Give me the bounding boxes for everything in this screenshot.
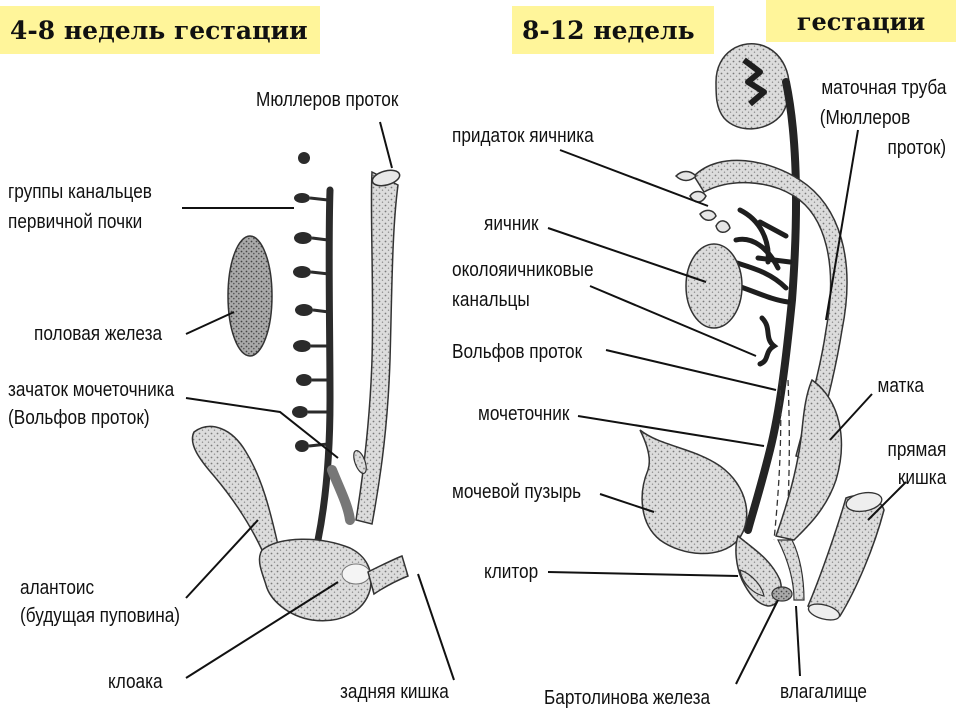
left-gonad	[227, 235, 273, 357]
label-fallopian-tube-line3: проток)	[887, 137, 946, 159]
right-urogenital-sinus	[735, 534, 782, 607]
left-cloaca-membrane	[341, 563, 371, 585]
label-uterus: матка	[877, 375, 924, 397]
label-allantois-line2: (будущая пуповина)	[20, 605, 181, 627]
label-vagina: влагалище	[780, 681, 867, 703]
label-fallopian-tube-line1: маточная труба	[820, 77, 946, 99]
label-allantois-line1: алантоис	[20, 577, 95, 599]
left-cloaca	[258, 538, 372, 622]
label-cloaca: клоака	[108, 671, 163, 693]
right-rectum	[806, 494, 885, 617]
right-paroophoron	[757, 315, 779, 367]
label-paroophoron-line2: канальцы	[452, 289, 530, 311]
label-gonad: половая железа	[34, 323, 163, 345]
right-bartholin-gland	[771, 586, 793, 602]
label-fallopian-tube-line2: (Мюллеров	[819, 107, 910, 129]
label-ureter-bud-line2: (Вольфов проток)	[8, 407, 150, 429]
label-ovary: яичник	[484, 213, 539, 235]
label-epoophoron: придаток яичника	[452, 125, 594, 147]
label-rectum-line2: кишка	[897, 467, 946, 489]
label-tubule-groups-line2: первичной почки	[8, 211, 143, 233]
left-hindgut	[367, 554, 409, 596]
left-allantois	[191, 425, 279, 551]
right-clitoris	[739, 569, 765, 597]
label-bartholin-gland: Бартолинова железа	[544, 687, 711, 709]
right-embryo-structures	[639, 43, 885, 621]
left-embryo-structures	[191, 152, 409, 622]
right-bladder	[639, 429, 748, 555]
right-ureter	[744, 78, 800, 534]
left-wolffian-duct	[314, 186, 334, 544]
left-muller-duct-opening	[371, 169, 401, 187]
label-hindgut: задняя кишка	[340, 681, 449, 703]
left-tubule-connectors	[308, 196, 330, 448]
label-clitoris: клитор	[484, 561, 539, 583]
label-muller-duct: Мюллеров проток	[256, 89, 399, 111]
right-vagina	[777, 539, 805, 601]
banner-gestation: гестации	[766, 0, 956, 42]
right-leader-lines	[547, 129, 907, 685]
label-rectum-line1: прямая	[887, 439, 946, 461]
label-ureter-bud-line1: зачаток мочеточника	[8, 379, 175, 401]
left-muller-duct	[355, 170, 399, 525]
left-leader-lines	[182, 121, 455, 681]
right-epoophoron	[731, 207, 793, 305]
label-wolffian-duct: Вольфов проток	[452, 341, 583, 363]
banner-4-8-weeks: 4-8 недель гестации	[0, 6, 320, 54]
left-tubule-groups	[292, 152, 313, 452]
label-paroophoron-line1: околояичниковые	[452, 259, 594, 281]
right-uterus	[775, 378, 843, 541]
banner-8-12-weeks: 8-12 недель	[512, 6, 714, 54]
label-bladder: мочевой пузырь	[452, 481, 582, 503]
right-fimbriae	[674, 170, 731, 233]
label-tubule-groups-line1: группы канальцев	[8, 181, 152, 203]
left-ureter-bud	[327, 465, 355, 525]
label-ureter: мочеточник	[478, 403, 570, 425]
right-ovary	[685, 243, 743, 329]
